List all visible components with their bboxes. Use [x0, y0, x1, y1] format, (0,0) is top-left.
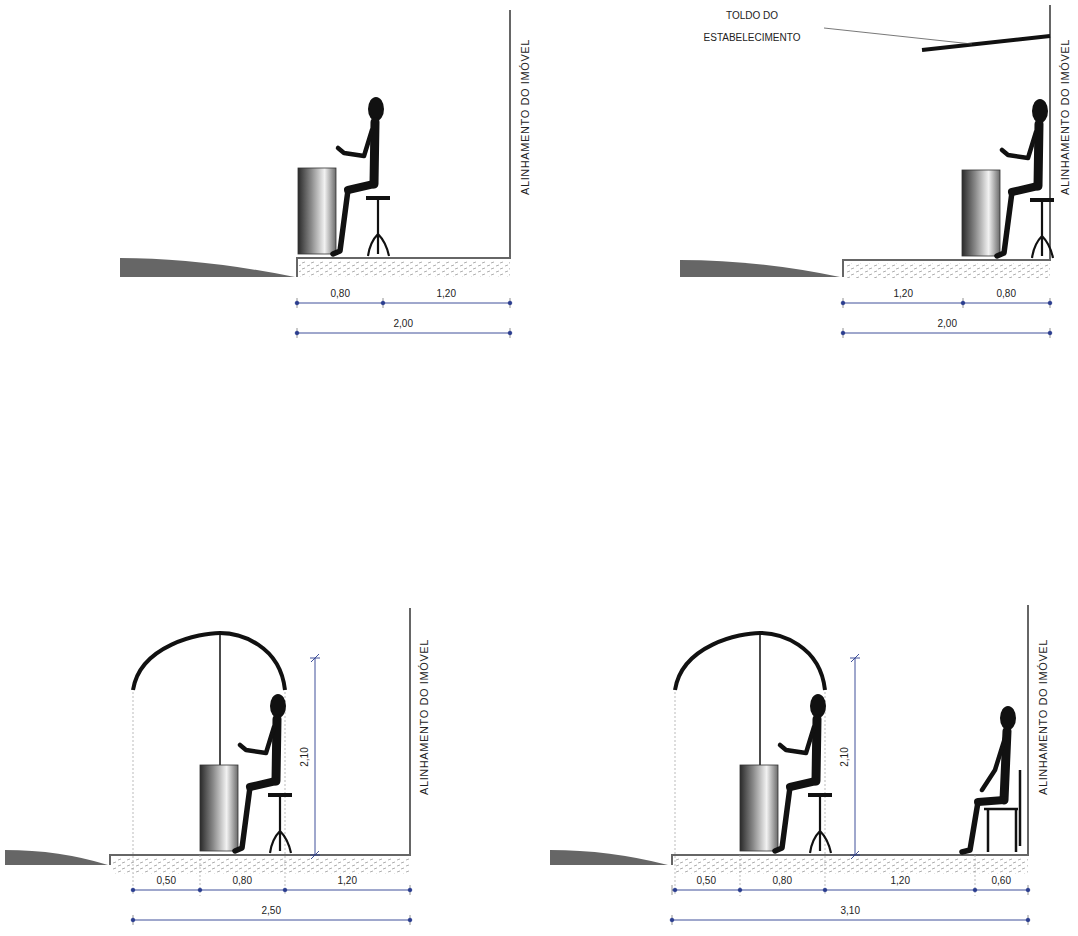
- dimension-value: 1,20: [435, 288, 458, 300]
- property-line-label: ALINHAMENTO DO IMÓVEL: [1037, 639, 1049, 795]
- dimension-value: 2,00: [392, 318, 415, 330]
- dimension-value: 3,10: [839, 905, 862, 917]
- dimension-value: 1,20: [336, 875, 359, 887]
- dimension-value: 1,20: [889, 875, 912, 887]
- dimension-value: 0,80: [995, 288, 1018, 300]
- dimension-value: 2,50: [260, 905, 283, 917]
- awning-label: TOLDO DO ESTABELECIMENTO: [696, 5, 808, 49]
- property-line-label: ALINHAMENTO DO IMÓVEL: [418, 639, 430, 795]
- dimension-value: 2,10: [298, 745, 310, 768]
- dimension-value: 0,80: [329, 288, 352, 300]
- dimension-value: 0,60: [990, 875, 1013, 887]
- property-line-label: ALINHAMENTO DO IMÓVEL: [1059, 39, 1071, 195]
- dimension-value: 0,80: [771, 875, 794, 887]
- dimension-value: 0,50: [155, 875, 178, 887]
- dimension-value: 0,50: [695, 875, 718, 887]
- dimension-value: 0,80: [231, 875, 254, 887]
- property-line-label: ALINHAMENTO DO IMÓVEL: [519, 39, 531, 195]
- dimension-value: 2,00: [936, 318, 959, 330]
- dimension-value: 1,20: [892, 288, 915, 300]
- dimension-value: 2,10: [838, 745, 850, 768]
